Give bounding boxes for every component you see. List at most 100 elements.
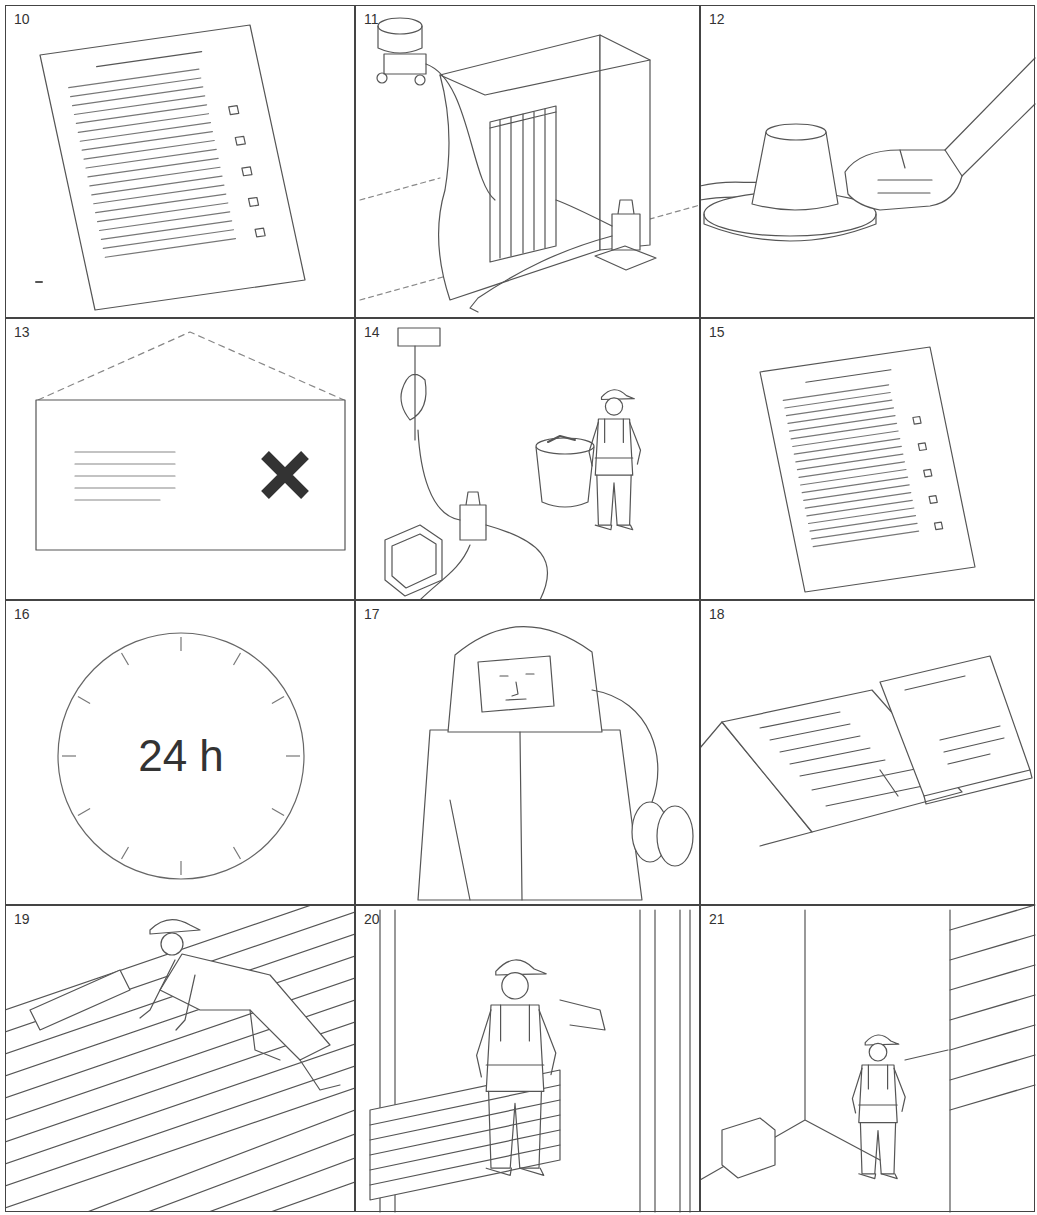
wall-panel-illustration bbox=[905, 1050, 948, 1060]
cleanup-illustration bbox=[548, 436, 575, 442]
wall-panel-illustration bbox=[370, 1085, 560, 1185]
wall-panel-illustration bbox=[700, 905, 1035, 1212]
panel-frame: 15 bbox=[700, 318, 1035, 600]
roof-illustration bbox=[160, 954, 330, 1060]
roof-illustration bbox=[150, 920, 200, 934]
respirator-illustration bbox=[418, 730, 642, 900]
clock-tick bbox=[122, 653, 129, 665]
respirator-illustration bbox=[448, 627, 602, 732]
panel-frame: 17 bbox=[355, 600, 700, 905]
clock-tick bbox=[62, 755, 76, 756]
sander-illustration bbox=[700, 58, 1035, 241]
panel-number: 15 bbox=[709, 324, 725, 340]
clock-tick bbox=[180, 637, 181, 651]
respirator-illustration bbox=[592, 690, 658, 802]
enclosure-illustration bbox=[377, 73, 387, 83]
documents-illustration bbox=[700, 656, 1032, 846]
panel-frame: 24 h 16 bbox=[5, 600, 355, 905]
sander-illustration bbox=[704, 214, 876, 241]
roof-illustration bbox=[250, 1010, 340, 1090]
warning-sign bbox=[36, 400, 345, 550]
panel-frame: 11 bbox=[355, 5, 700, 318]
sander-illustration bbox=[752, 132, 838, 210]
cleanup-illustration bbox=[589, 390, 640, 530]
clock-tick bbox=[234, 847, 241, 859]
wall-panel-illustration bbox=[722, 1118, 775, 1178]
documents-illustration bbox=[880, 656, 1030, 796]
panel-number: 13 bbox=[14, 324, 30, 340]
panel-frame: 18 bbox=[700, 600, 1035, 905]
documents-illustration bbox=[905, 676, 1004, 764]
clock-rim bbox=[58, 633, 304, 879]
panel-number: 11 bbox=[364, 11, 379, 27]
checklist-document bbox=[36, 281, 42, 283]
warning-sign bbox=[38, 332, 344, 400]
panel-number: 12 bbox=[709, 11, 725, 27]
clock-face: 24 h bbox=[56, 631, 306, 881]
respirator-illustration bbox=[657, 806, 693, 866]
clock-tick bbox=[122, 847, 129, 859]
respirator-illustration bbox=[478, 656, 554, 712]
checklist-document bbox=[36, 25, 305, 310]
cleanup-illustration bbox=[401, 346, 426, 440]
panel-number: 18 bbox=[709, 606, 725, 622]
enclosure-illustration bbox=[612, 200, 640, 250]
enclosure-illustration bbox=[440, 60, 650, 95]
cleanup-illustration bbox=[460, 492, 486, 540]
clock-tick bbox=[272, 809, 284, 816]
panel-number: 19 bbox=[14, 911, 30, 927]
cleanup-illustration bbox=[536, 438, 594, 454]
enclosure-illustration bbox=[378, 18, 422, 34]
wall-panel-illustration bbox=[852, 1035, 905, 1179]
cleanup-illustration bbox=[418, 430, 548, 600]
clock-tick bbox=[272, 697, 284, 704]
panel-frame: 13 bbox=[5, 318, 355, 600]
warning-sign bbox=[265, 455, 305, 495]
panel-number: 14 bbox=[364, 324, 380, 340]
roof-illustration bbox=[6, 906, 354, 1211]
panel-number: 10 bbox=[14, 11, 30, 27]
sander-illustration bbox=[845, 150, 962, 210]
enclosure-illustration bbox=[439, 35, 600, 300]
sander-illustration bbox=[766, 124, 826, 140]
clock-tick bbox=[78, 809, 90, 816]
clock-tick bbox=[78, 697, 90, 704]
enclosure-illustration bbox=[490, 109, 556, 258]
sander-illustration bbox=[945, 58, 1035, 176]
cleanup-illustration bbox=[420, 545, 470, 600]
sander-illustration bbox=[878, 150, 932, 193]
panel-frame: 14 bbox=[355, 318, 700, 600]
wall-panel-illustration bbox=[560, 1000, 605, 1030]
panel-frame: 10 bbox=[5, 5, 355, 318]
clock-tick bbox=[234, 653, 241, 665]
wall-panel-illustration bbox=[477, 960, 556, 1175]
checklist-document bbox=[760, 347, 975, 592]
roof-illustration bbox=[30, 970, 130, 1030]
enclosure-illustration bbox=[490, 106, 556, 262]
cleanup-illustration bbox=[398, 328, 440, 346]
wall-panel-illustration bbox=[700, 910, 950, 1212]
panel-number: 21 bbox=[709, 911, 725, 927]
enclosure-illustration bbox=[426, 64, 495, 200]
cleanup-illustration bbox=[385, 525, 442, 596]
enclosure-illustration bbox=[556, 200, 612, 226]
enclosure-illustration bbox=[378, 26, 422, 53]
panel-number: 20 bbox=[364, 911, 380, 927]
clock-tick bbox=[286, 755, 300, 756]
respirator-illustration bbox=[450, 732, 522, 900]
enclosure-illustration bbox=[415, 75, 425, 85]
checklist-document bbox=[760, 347, 975, 592]
roof-illustration bbox=[161, 933, 183, 955]
panel-number: 16 bbox=[14, 606, 30, 622]
respirator-illustration bbox=[500, 674, 534, 700]
wall-panel-illustration bbox=[950, 905, 1035, 1110]
documents-illustration bbox=[924, 770, 1032, 804]
wall-panel-illustration bbox=[370, 910, 690, 1212]
cleanup-illustration bbox=[385, 328, 641, 600]
checklist-document bbox=[40, 25, 305, 310]
panel-frame: 19 bbox=[5, 905, 355, 1212]
enclosure-illustration bbox=[384, 54, 426, 74]
